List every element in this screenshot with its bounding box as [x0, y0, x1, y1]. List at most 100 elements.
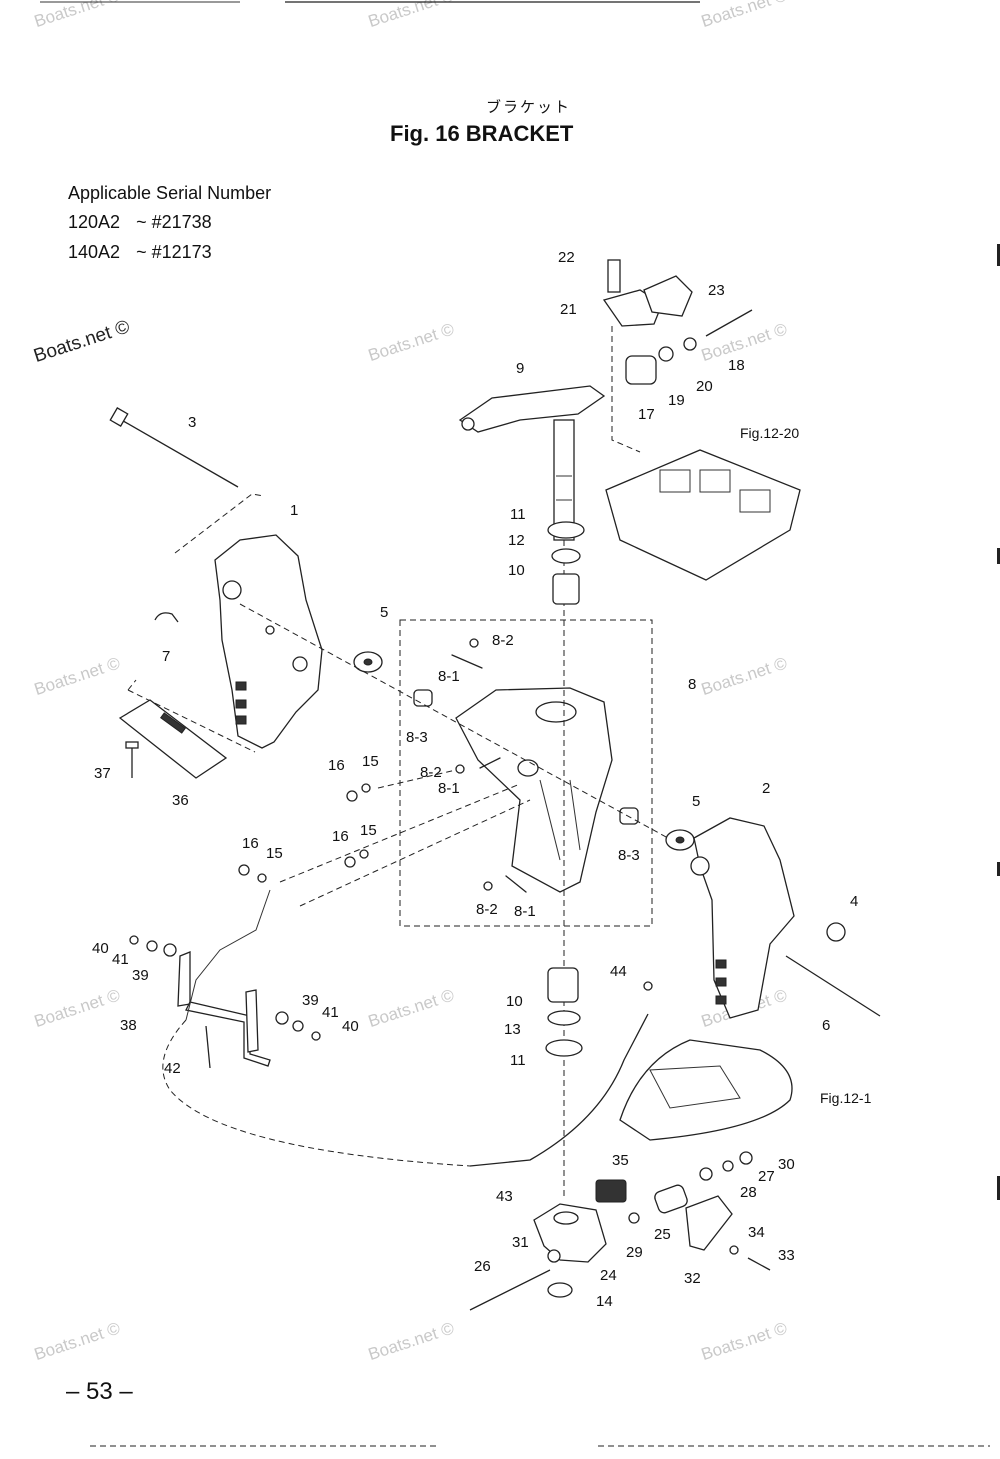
part-8-3-bushing: [413, 689, 433, 707]
serial-range: ~ #21738: [136, 212, 212, 232]
part-13-seal: [547, 1010, 581, 1026]
callout-label: 8-1: [438, 668, 460, 685]
part-27-washer: [722, 1160, 734, 1172]
part-39-bushing: [163, 943, 177, 957]
part-10-bushing: [552, 573, 580, 605]
callout-label: 23: [708, 282, 725, 299]
part-16-cap: [346, 790, 358, 802]
part-32-plate: [685, 1195, 733, 1251]
part-16-cap: [238, 864, 250, 876]
leader-dashed: [174, 493, 265, 554]
part-35-pad: [595, 1179, 627, 1203]
callout-label: 40: [92, 940, 109, 957]
scan-edge-mark: [997, 244, 1000, 266]
callout-label: 8: [688, 676, 697, 693]
part-34-washer: [729, 1245, 739, 1255]
serial-row: 140A2~ #12173: [68, 242, 212, 263]
callout-label: 22: [558, 249, 575, 266]
callout-label: 8-3: [406, 729, 428, 746]
part-15-nipple: [257, 873, 267, 883]
part-42-spring: [205, 1025, 211, 1069]
part-8-swivel-group-frame: [399, 619, 653, 927]
part-40-bolt: [129, 935, 139, 945]
scan-edge-mark: [997, 862, 1000, 876]
part-12-seal: [551, 548, 581, 564]
part-39-bushing: [275, 1011, 289, 1025]
callout-label: 7: [162, 648, 171, 665]
callout-label: 43: [496, 1188, 513, 1205]
callout-label: 18: [728, 357, 745, 374]
part-15-nipple: [361, 783, 371, 793]
callout-label: 39: [302, 992, 319, 1009]
part-36-plate: [118, 699, 228, 779]
callout-label: 8-1: [514, 903, 536, 920]
part-11-washer: [547, 521, 585, 539]
callout-label: 32: [684, 1270, 701, 1287]
part-8-3-bushing: [619, 807, 639, 825]
callout-label: 44: [610, 963, 627, 980]
callout-label: 25: [654, 1226, 671, 1243]
leader-dashed: [611, 326, 641, 453]
figure-ref: Fig.12-20: [740, 425, 800, 441]
callout-label: 41: [112, 951, 129, 968]
callout-label: 10: [506, 993, 523, 1010]
part-22-bolt: [607, 259, 621, 293]
callout-label: 16: [328, 757, 345, 774]
callout-label: 21: [560, 301, 577, 318]
callout-label: 10: [508, 562, 525, 579]
part-28-nut: [699, 1167, 713, 1181]
callout-label: 9: [516, 360, 525, 377]
serial-model: 120A2: [68, 212, 121, 232]
scan-edge-mark: [997, 1176, 1000, 1200]
part-19-washer: [658, 346, 674, 362]
page-number: – 53 –: [66, 1378, 133, 1405]
callout-label: 2: [762, 780, 771, 797]
callout-label: 13: [504, 1021, 521, 1038]
part-2-right-clamp-bracket: [690, 817, 795, 1019]
callout-label: 20: [696, 378, 713, 395]
callout-label: 35: [612, 1152, 629, 1169]
grease-line: [377, 769, 457, 789]
callout-label: 19: [668, 392, 685, 409]
serial-range: ~ #12173: [136, 242, 212, 262]
japanese-title: ブラケット: [486, 99, 572, 116]
part-8-2-bolt: [483, 881, 493, 891]
callout-label: 30: [778, 1156, 795, 1173]
part-17-mount: [625, 355, 657, 385]
part-8-2-bolt: [455, 764, 465, 774]
part-8-1-pin: [505, 875, 527, 893]
callout-label: 8-3: [618, 847, 640, 864]
part-29-washer: [628, 1212, 640, 1224]
serial-row: 120A2 ~ #21738: [68, 212, 212, 233]
part-6-tilt-tube: [785, 955, 881, 1017]
callout-label: 34: [748, 1224, 765, 1241]
part-1-left-clamp-bracket: [214, 534, 323, 749]
callout-label: 24: [600, 1267, 617, 1284]
callout-label: 37: [94, 765, 111, 782]
part-26-bolt: [469, 1269, 551, 1311]
callout-label: 16: [332, 828, 349, 845]
part-24-steering-bracket: [533, 1203, 607, 1263]
callout-label: 16: [242, 835, 259, 852]
part-8-2-bolt: [469, 638, 479, 648]
part-8-swivel-bracket: [455, 687, 613, 893]
grease-line: [299, 799, 531, 907]
part-38-cable-bracket: [177, 951, 271, 1067]
callout-label: 26: [474, 1258, 491, 1275]
fig-12-1-lower-unit: [619, 1039, 793, 1141]
part-15-nipple: [359, 849, 369, 859]
callout-label: 27: [758, 1168, 775, 1185]
callout-label: 31: [512, 1234, 529, 1251]
callout-label: 8-2: [420, 764, 442, 781]
callout-label: 8-1: [438, 780, 460, 797]
callout-label: 6: [822, 1017, 831, 1034]
callout-label: 33: [778, 1247, 795, 1264]
part-18-bolt: [705, 309, 753, 337]
callout-label: 15: [360, 822, 377, 839]
callout-label: 3: [188, 414, 197, 431]
part-43-cable: [469, 1013, 649, 1167]
part-4-nut: [826, 922, 846, 942]
callout-label: 15: [362, 753, 379, 770]
callout-label: 38: [120, 1017, 137, 1034]
